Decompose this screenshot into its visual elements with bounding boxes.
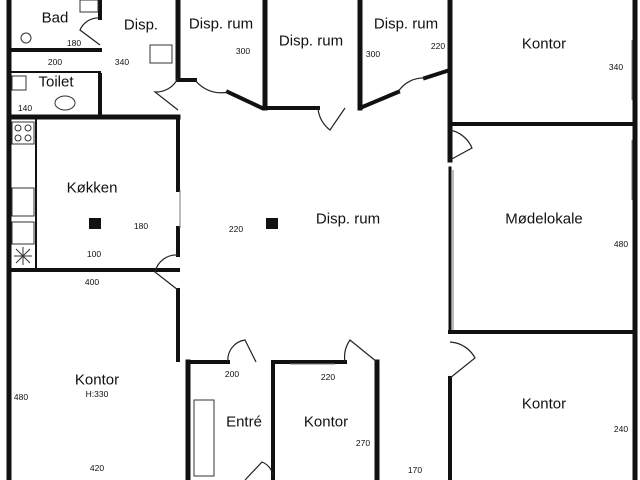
dim-kontor-bottom-mid-top: 220 [320,372,336,382]
wall-disp-rum-3-bottom-a [357,89,401,111]
door-disp-rum-2 [317,107,346,131]
bathtub-icon [79,0,99,13]
dim-toilet-top: 200 [47,57,63,67]
dim-disp-rum-1: 300 [235,46,251,56]
room-disp-rum-3-label: Disp. rum [373,15,439,33]
room-disp-rum-1-label: Disp. rum [188,15,254,33]
door-disp-small [153,77,179,111]
dim-kontor-top-right: 340 [608,62,624,72]
shower-icon [20,32,32,44]
dim-disp-small: 340 [114,57,130,67]
room-kontor-top-right-label: Kontor [521,35,567,53]
dim-kontor-bottom-left-side: 480 [13,392,29,402]
room-bad-label: Bad [41,9,69,27]
wardrobe-icon [193,399,215,477]
dim-disp-rum-3: 220 [430,41,446,51]
fridge-icon [11,221,35,245]
room-disp-rum-main-label: Disp. rum [315,210,381,228]
dim-kokken-right: 180 [133,221,149,231]
kitchen-sink-icon [11,187,35,217]
room-modelokale-label: Mødelokale [505,210,583,228]
freezer-icon [14,247,32,265]
dim-corridor-bottom: 170 [407,465,423,475]
dim-kontor-bottom-left-bottom: 420 [89,463,105,473]
dim-entre: 200 [224,369,240,379]
burner-icon [14,124,22,132]
dim-bad-width: 180 [66,38,82,48]
door-kontor-mid [344,339,378,363]
dim-disp-rum-2: 300 [365,49,381,59]
room-disp-small-label: Disp. [123,16,159,34]
pillar-disp-rum [266,218,278,229]
door-bad [79,17,101,46]
disp-sink-icon [149,44,173,64]
wall-disp-rum-1-bottom-b [225,89,265,111]
dim-kokken-bottom: 100 [86,249,102,259]
toilet-icon [11,75,27,91]
door-disp-rum-1 [194,79,229,94]
door-entre [227,339,257,363]
wall-disp-rum-3-bottom-b [422,67,453,81]
dim-modelokale: 480 [613,239,629,249]
dim-disp-rum-main: 220 [228,224,244,234]
room-kontor-bottom-mid-label: Kontor [303,413,349,431]
door-disp-rum-3 [397,77,426,93]
room-entre-label: Entré [226,413,262,431]
dim-toilet-width: 140 [17,103,33,113]
room-kontor-bottom-right-label: Kontor [521,395,567,413]
pillar-kitchen [89,218,101,229]
dim-kokken-wall: 400 [84,277,100,287]
stove-icon [11,121,35,145]
dim-kontor-bottom-left-height: H:330 [85,389,109,399]
door-kontor-top-right [449,129,473,161]
dim-kontor-bottom-mid-side: 270 [355,438,371,448]
sink-icon [54,95,76,111]
room-kontor-bottom-left-label: Kontor [74,371,120,389]
door-main-entrance [244,461,274,480]
room-kokken-label: Køkken [66,179,118,197]
door-kitchen [154,254,179,291]
room-toilet-label: Toilet [38,73,74,91]
room-disp-rum-2-label: Disp. rum [278,32,344,50]
dim-kontor-bottom-right: 240 [613,424,629,434]
door-kontor-bottom-right [449,341,476,379]
